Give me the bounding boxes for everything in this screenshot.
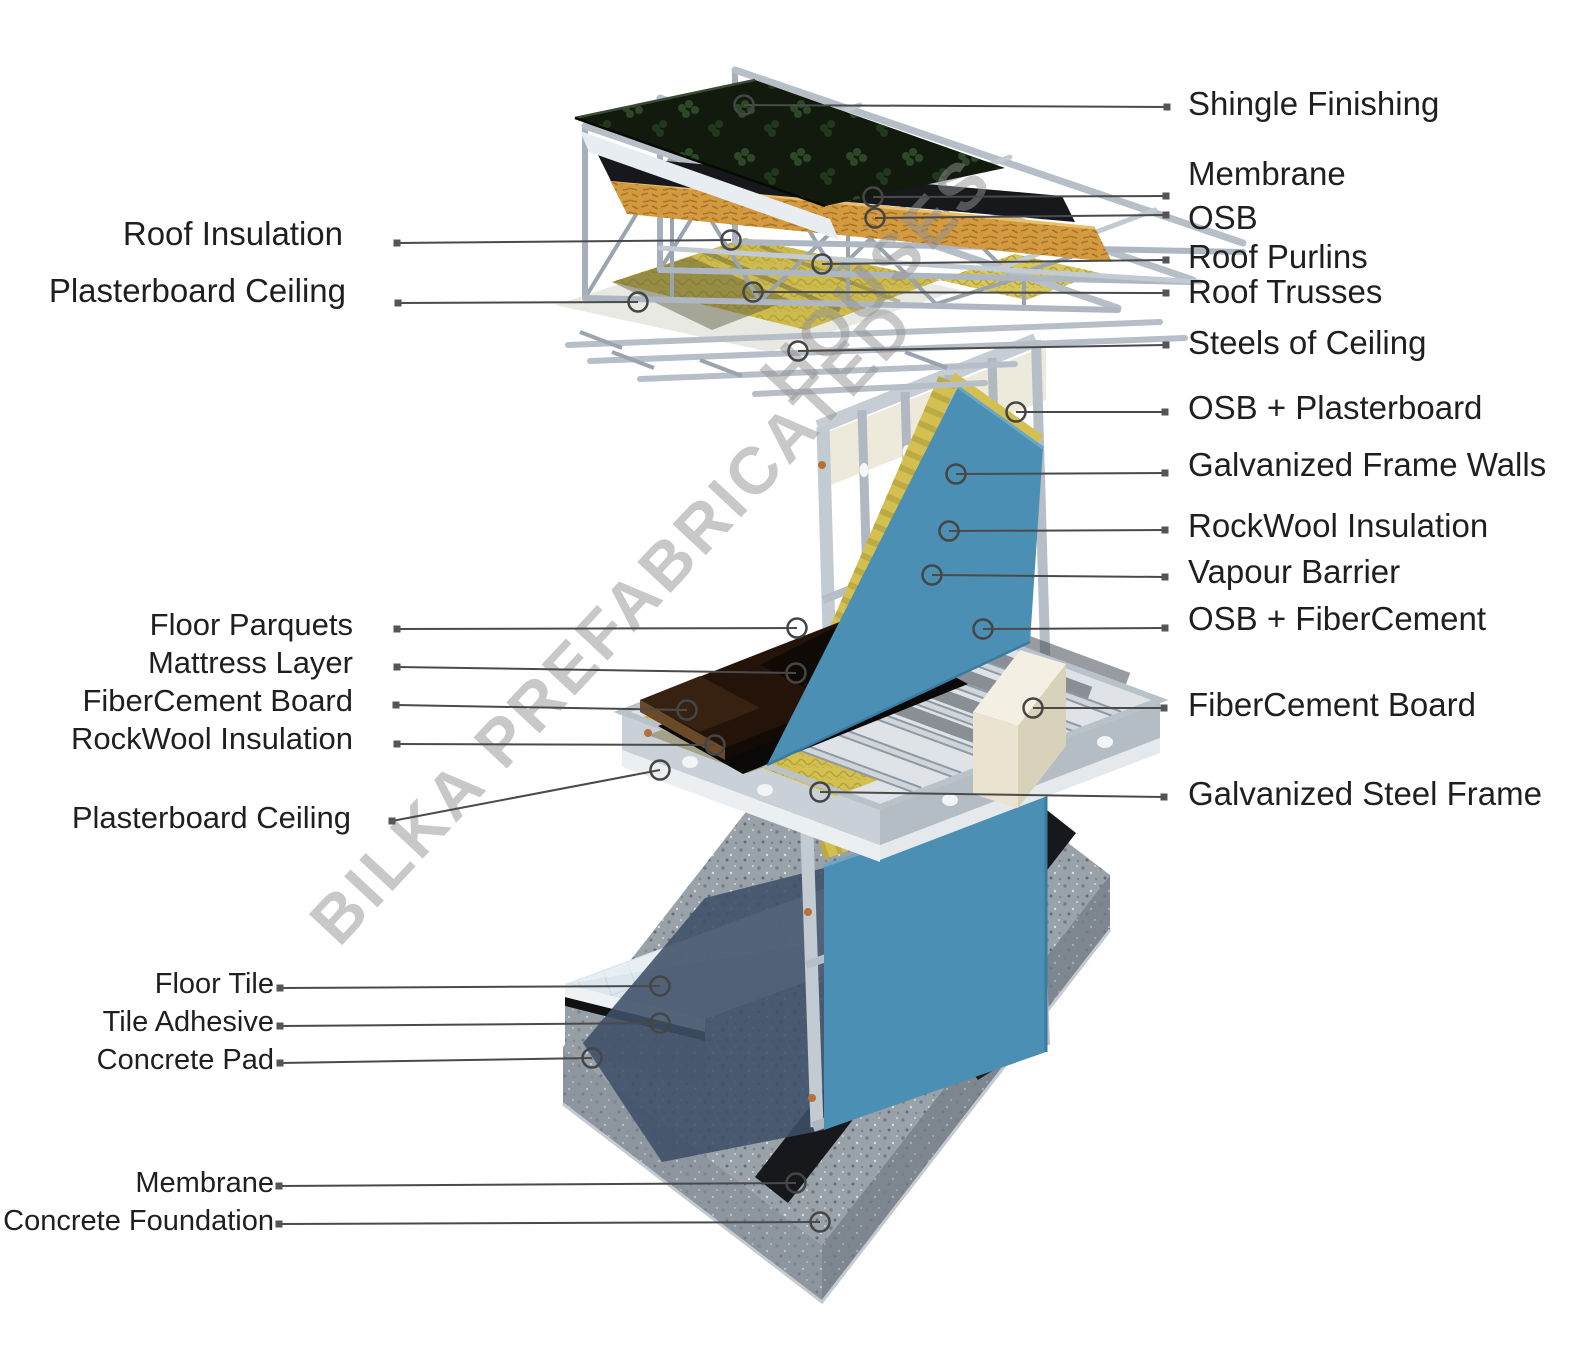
label-rockwool-insulation-left: RockWool Insulation [70, 721, 353, 756]
callout-plasterboard-ceiling-top [397, 301, 639, 304]
label-osb: OSB [1188, 199, 1258, 236]
label-vapour-barrier: Vapour Barrier [1188, 553, 1401, 590]
label-rockwool-insulation-right: RockWool Insulation [1188, 507, 1489, 544]
callout-roof-trusses [752, 291, 1167, 294]
label-roof-purlins: Roof Purlins [1188, 238, 1368, 275]
callout-membrane-bottom [278, 1182, 797, 1187]
callout-mattress-layer [396, 666, 797, 674]
callout-plasterboard-ceiling-bottom [391, 769, 661, 822]
label-membrane-bottom: Membrane [135, 1167, 274, 1199]
callout-rockwool-insulation-right [948, 529, 1166, 532]
label-fibercement-board-right: FiberCement Board [1188, 686, 1476, 723]
label-roof-insulation: Roof Insulation [122, 215, 343, 252]
label-roof-trusses: Roof Trusses [1188, 273, 1383, 310]
vapour-barrier-panel-middle [767, 387, 1043, 765]
callout-floor-tile [279, 985, 661, 989]
callout-vapour-barrier [931, 574, 1166, 578]
callout-concrete-pad [279, 1057, 593, 1064]
vapour-barrier-panel-bottom [824, 788, 1046, 1130]
callout-square-markers [275, 103, 1171, 1228]
label-steels-of-ceiling: Steels of Ceiling [1188, 324, 1427, 361]
label-osb-fibercement: OSB + FiberCement [1188, 600, 1487, 637]
plasterboard-ceiling-slab [622, 750, 880, 862]
callout-galvanized-steel-frame [819, 791, 1165, 798]
callout-steels-of-ceiling [797, 344, 1167, 352]
shingle-roof-panel [574, 78, 1005, 208]
callout-roof-purlins [821, 259, 1167, 265]
callout-osb [874, 214, 1167, 219]
label-galvanized-steel-frame: Galvanized Steel Frame [1188, 775, 1542, 812]
label-osb-plasterboard: OSB + Plasterboard [1188, 389, 1483, 426]
callout-shingle-finishing [743, 104, 1168, 108]
label-membrane-roof: Membrane [1188, 155, 1346, 192]
wall-shadow [583, 868, 824, 1162]
label-mattress-layer: Mattress Layer [147, 645, 353, 680]
callout-roof-insulation [396, 239, 732, 244]
callout-fibercement-board-left [395, 704, 688, 711]
callout-floor-parquets [396, 627, 798, 630]
callout-concrete-foundation [278, 1221, 821, 1225]
label-shingle-finishing: Shingle Finishing [1188, 85, 1440, 122]
callout-tile-adhesive [279, 1022, 661, 1027]
label-floor-tile: Floor Tile [154, 968, 274, 1000]
callout-osb-fibercement [982, 627, 1166, 630]
label-concrete-pad: Concrete Pad [96, 1044, 274, 1076]
callout-membrane-roof [872, 195, 1167, 198]
label-plasterboard-ceiling-top: Plasterboard Ceiling [48, 272, 346, 309]
callout-rockwool-insulation-left [396, 743, 716, 746]
label-plasterboard-ceiling-bottom: Plasterboard Ceiling [71, 800, 351, 835]
label-tile-adhesive: Tile Adhesive [102, 1006, 274, 1038]
label-concrete-foundation: Concrete Foundation [3, 1205, 274, 1237]
label-galvanized-frame-walls: Galvanized Frame Walls [1188, 446, 1547, 483]
label-fibercement-board-left: FiberCement Board [82, 683, 353, 718]
label-floor-parquets: Floor Parquets [149, 607, 353, 642]
fibercement-board-block [973, 650, 1066, 808]
callout-circle-markers [581, 94, 1044, 1233]
callout-galvanized-frame-walls [955, 472, 1166, 475]
